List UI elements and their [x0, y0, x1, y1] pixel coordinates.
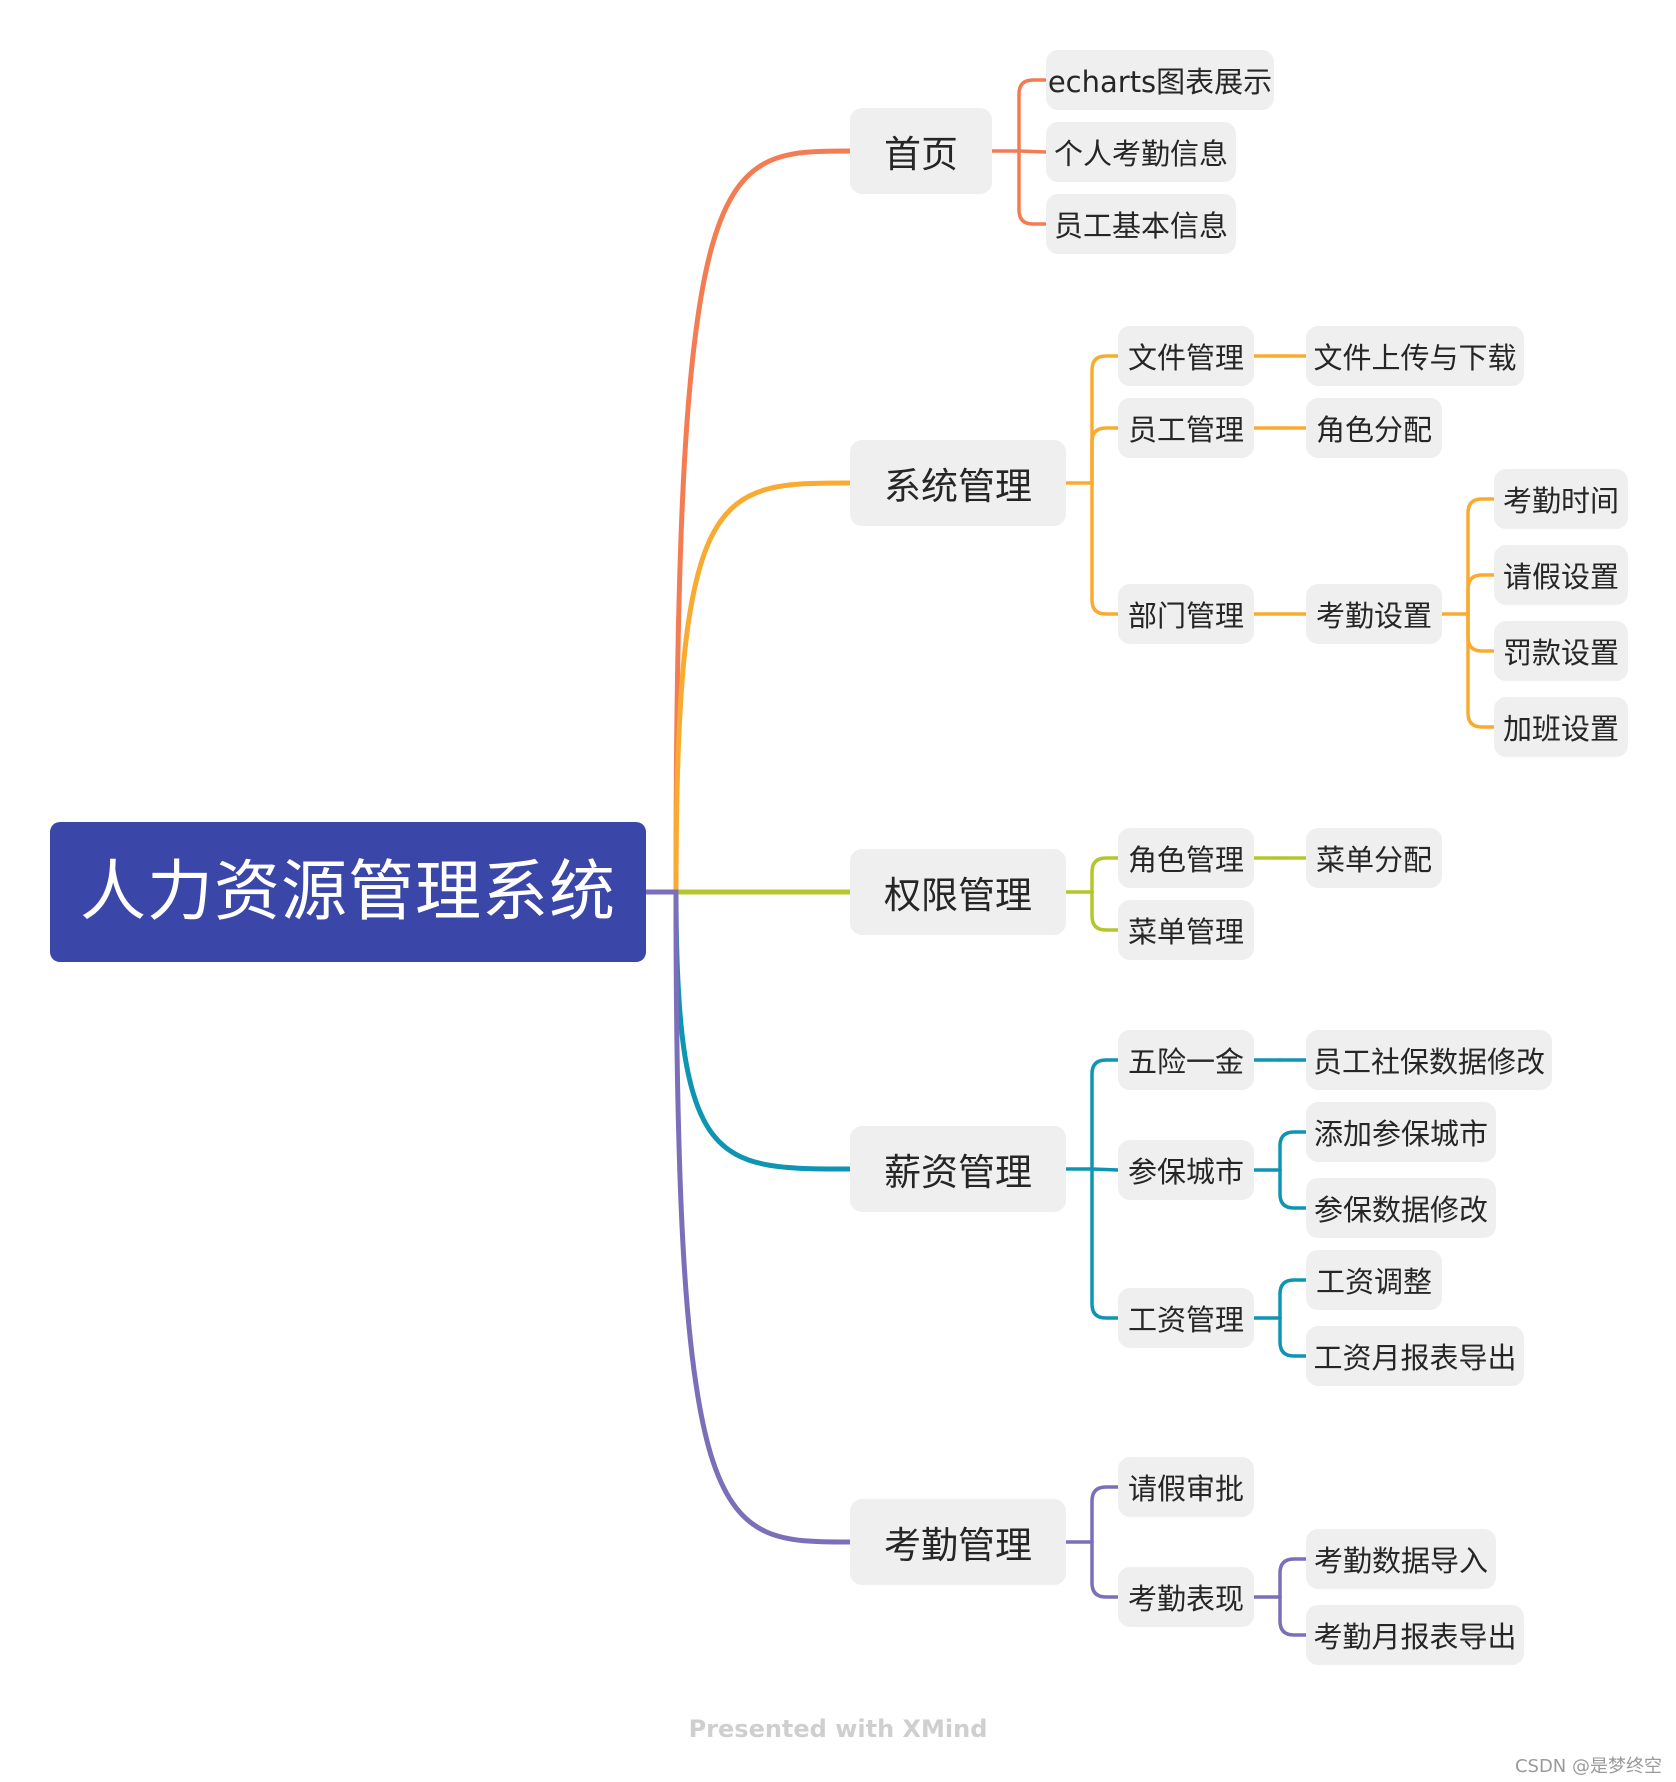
subtopic-add-insured-city[interactable]: 添加参保城市: [1306, 1102, 1496, 1162]
wage-bracket-leg-0: [1278, 1278, 1308, 1320]
branch-link-system: [643, 480, 853, 895]
subtopic-attendance-data-import[interactable]: 考勤数据导入: [1306, 1529, 1496, 1589]
home-bracket-leg-0: [1017, 78, 1048, 153]
topic-home[interactable]: 首页: [850, 108, 992, 194]
attset-bracket-leg-1: [1466, 573, 1496, 616]
system-bracket-leg-0: [1090, 354, 1120, 485]
subtopic-wage-monthly-report[interactable]: 工资月报表导出: [1306, 1326, 1524, 1386]
salary-bracket-leg-0: [1090, 1058, 1120, 1171]
subtopic-attendance-time[interactable]: 考勤时间: [1494, 469, 1628, 529]
xmind-footer: Presented with XMind: [688, 1715, 988, 1743]
wage-bracket-leg-1: [1278, 1316, 1308, 1358]
subtopic-role-assignment[interactable]: 角色分配: [1306, 398, 1442, 458]
subtopic-insurance-fund[interactable]: 五险一金: [1118, 1030, 1254, 1090]
topic-system[interactable]: 系统管理: [850, 440, 1066, 526]
permission-bracket-leg-1: [1090, 890, 1120, 932]
attendance-bracket-leg-0: [1090, 1485, 1120, 1544]
csdn-credit: CSDN @是梦终空: [1514, 1756, 1662, 1777]
subtopic-personal-attendance[interactable]: 个人考勤信息: [1046, 122, 1236, 182]
subtopic-role-management[interactable]: 角色管理: [1118, 828, 1254, 888]
salary-bracket-leg-1: [1090, 1167, 1120, 1172]
topic-attendance[interactable]: 考勤管理: [850, 1499, 1066, 1585]
subtopic-menu-assignment[interactable]: 菜单分配: [1306, 828, 1442, 888]
city-bracket-leg-0: [1278, 1130, 1308, 1172]
subtopic-department-management[interactable]: 部门管理: [1118, 584, 1254, 644]
root-topic[interactable]: 人力资源管理系统: [50, 822, 646, 962]
system-bracket-leg-1: [1090, 426, 1120, 485]
attendance-bracket-leg-1: [1090, 1540, 1120, 1599]
subtopic-attendance-performance[interactable]: 考勤表现: [1118, 1567, 1254, 1627]
topic-salary[interactable]: 薪资管理: [850, 1126, 1066, 1212]
subtopic-attendance-settings[interactable]: 考勤设置: [1306, 584, 1442, 644]
subtopic-employee-info[interactable]: 员工基本信息: [1046, 194, 1236, 254]
subtopic-fine-settings[interactable]: 罚款设置: [1494, 621, 1628, 681]
subtopic-overtime-settings[interactable]: 加班设置: [1494, 697, 1628, 757]
system-bracket-leg-2: [1090, 481, 1120, 616]
permission-bracket-leg-0: [1090, 856, 1120, 894]
attset-bracket-leg-0: [1466, 497, 1496, 616]
subtopic-wage-management[interactable]: 工资管理: [1118, 1288, 1254, 1348]
subtopic-social-security-edit[interactable]: 员工社保数据修改: [1306, 1030, 1552, 1090]
branch-link-attendance: [643, 889, 853, 1545]
subtopic-insurance-data-edit[interactable]: 参保数据修改: [1306, 1178, 1496, 1238]
subtopic-file-upload-download[interactable]: 文件上传与下载: [1306, 326, 1524, 386]
attset-bracket-leg-3: [1466, 612, 1496, 729]
home-bracket-leg-2: [1017, 149, 1048, 226]
attset-bracket-leg-2: [1466, 612, 1496, 653]
subtopic-insured-city[interactable]: 参保城市: [1118, 1140, 1254, 1200]
topic-permission[interactable]: 权限管理: [850, 849, 1066, 935]
performance-bracket-leg-1: [1278, 1595, 1308, 1637]
performance-bracket-leg-0: [1278, 1557, 1308, 1599]
subtopic-leave-settings[interactable]: 请假设置: [1494, 545, 1628, 605]
subtopic-leave-approval[interactable]: 请假审批: [1118, 1457, 1254, 1517]
subtopic-menu-management[interactable]: 菜单管理: [1118, 900, 1254, 960]
subtopic-wage-adjustment[interactable]: 工资调整: [1306, 1250, 1442, 1310]
subtopic-file-management[interactable]: 文件管理: [1118, 326, 1254, 386]
salary-bracket-leg-2: [1090, 1167, 1120, 1320]
branch-link-home: [643, 148, 853, 895]
city-bracket-leg-1: [1278, 1168, 1308, 1210]
subtopic-staff-management[interactable]: 员工管理: [1118, 398, 1254, 458]
subtopic-attendance-monthly-report[interactable]: 考勤月报表导出: [1306, 1605, 1524, 1665]
home-bracket-leg-1: [1017, 149, 1048, 154]
subtopic-echarts[interactable]: echarts图表展示: [1046, 50, 1274, 110]
